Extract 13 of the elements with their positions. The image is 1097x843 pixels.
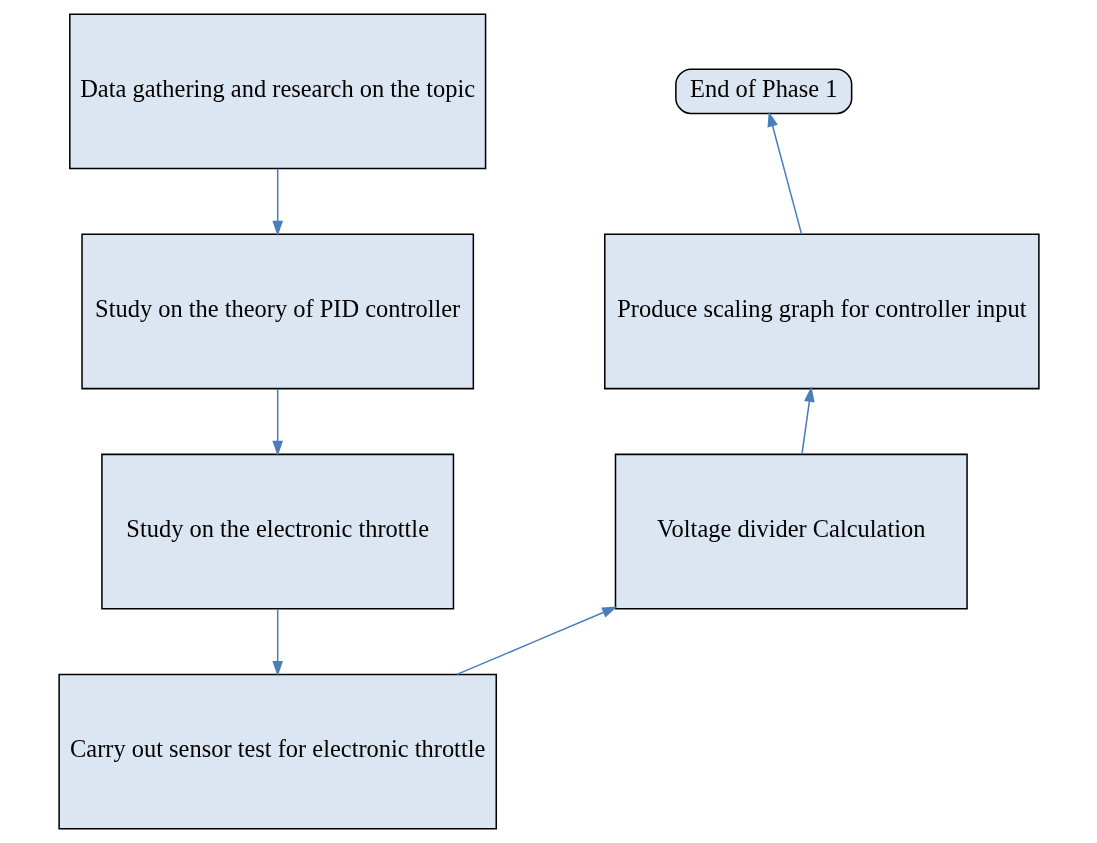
- node-box: End of Phase 1: [674, 68, 852, 115]
- node-box: Carry out sensor test for electronic throttle: [57, 673, 497, 830]
- node-box: Study on the theory of PID controller: [80, 233, 474, 390]
- node-box: Produce scaling graph for controller input: [603, 233, 1040, 390]
- node-box: Voltage divider Calculation: [614, 453, 968, 610]
- node-box: Study on the electronic throttle: [100, 453, 454, 610]
- arrow: [767, 111, 802, 235]
- arrow: [800, 386, 815, 455]
- arrow: [271, 608, 283, 677]
- node-box: Data gathering and research on the topic: [68, 13, 486, 170]
- arrow: [455, 606, 617, 676]
- arrow: [271, 388, 283, 457]
- arrow: [271, 168, 283, 236]
